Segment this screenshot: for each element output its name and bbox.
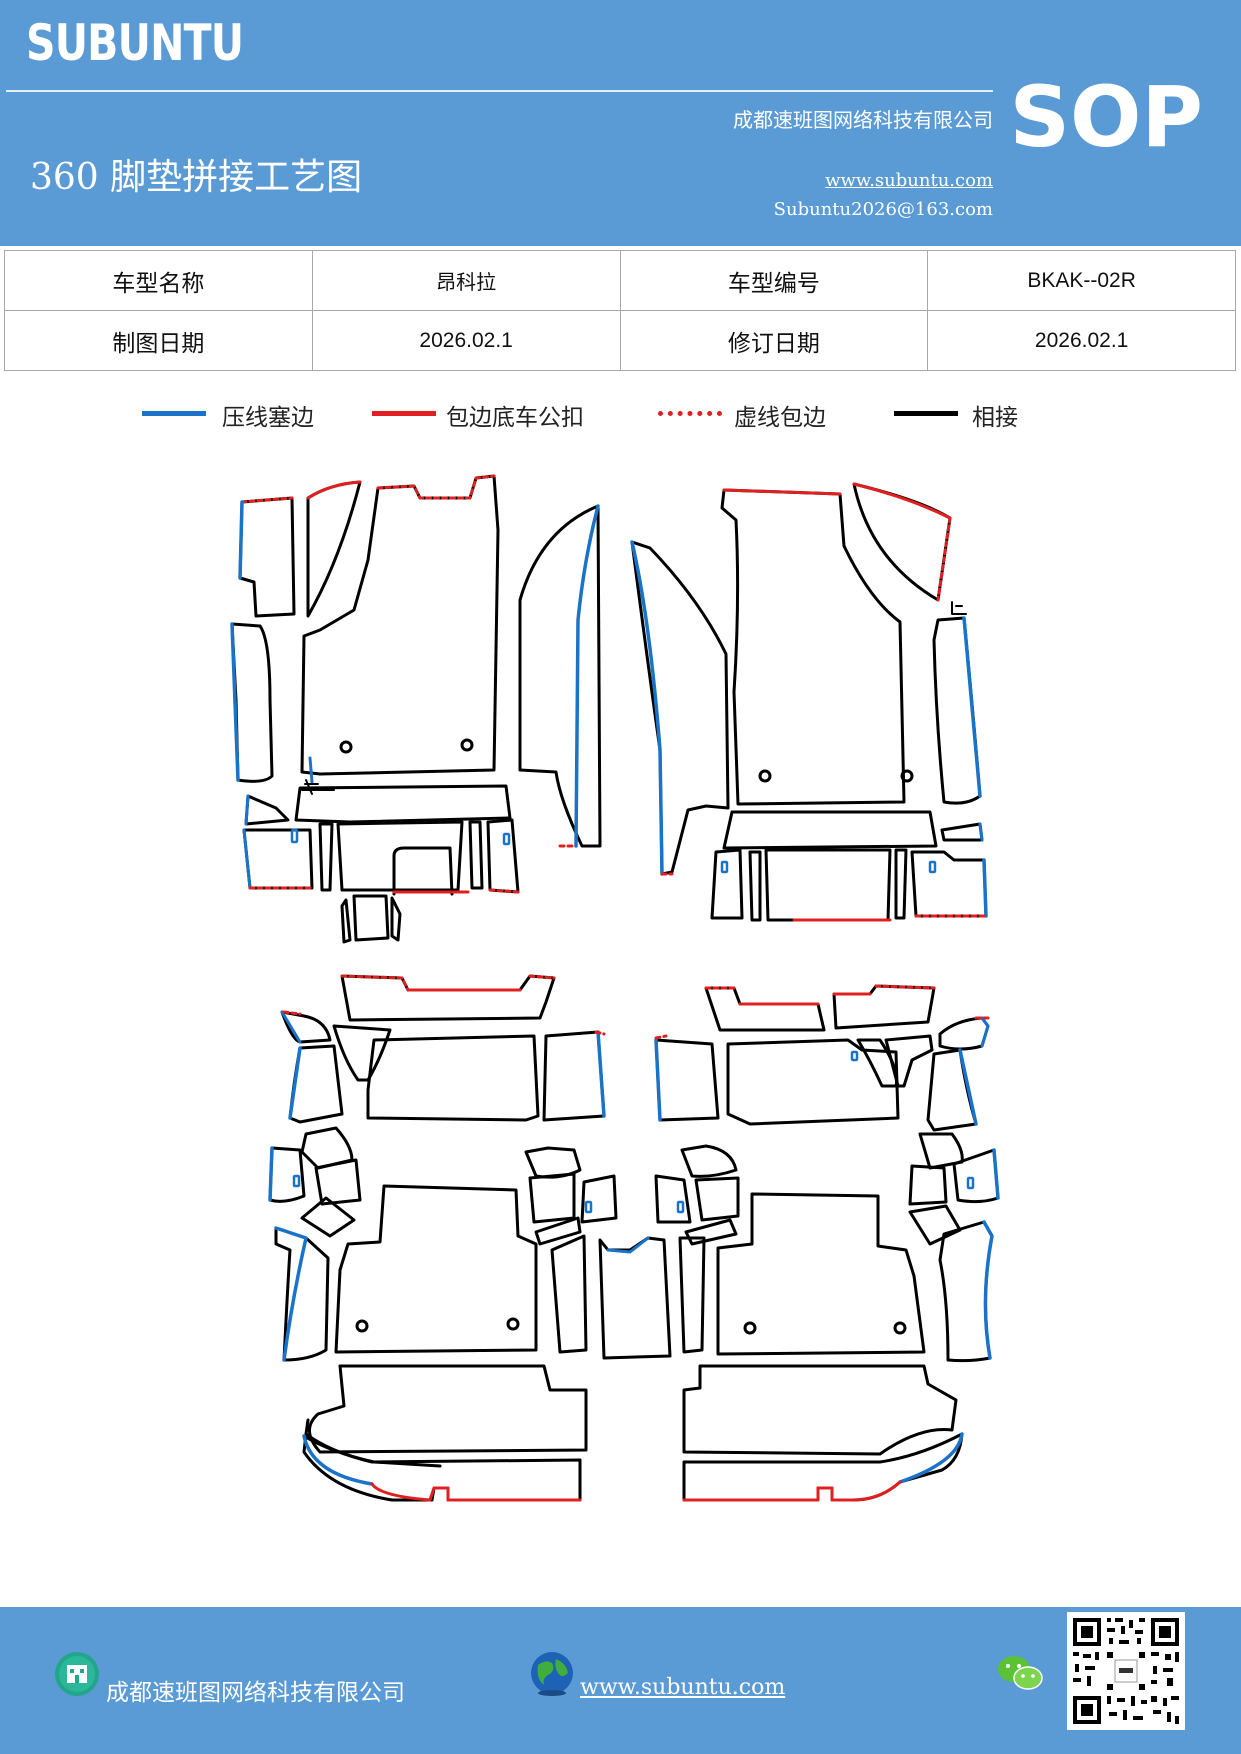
header-company: 成都速班图网络科技有限公司	[733, 108, 993, 132]
legend-label: 包边底车公扣	[446, 405, 584, 431]
model-name-value: 昂科拉	[311, 250, 621, 311]
draw-date-value: 2026.02.1	[311, 310, 621, 371]
sop-badge: SOP	[1009, 68, 1203, 166]
qr-code	[1067, 1612, 1185, 1730]
legend-item-dotted-edge: 虚线包边	[658, 398, 858, 438]
legend-swatch-red	[372, 411, 436, 416]
legend-label: 虚线包边	[734, 405, 826, 431]
footer-company: 成都速班图网络科技有限公司	[106, 1680, 405, 1706]
front-left-mat	[230, 474, 602, 944]
model-code-value: BKAK--02R	[927, 250, 1236, 311]
legend-label: 相接	[972, 405, 1018, 431]
brand-logo: SUBUNTU	[26, 14, 244, 72]
model-code-label: 车型编号	[619, 250, 929, 311]
legend-swatch-red-dotted	[658, 411, 722, 416]
model-name-label: 车型名称	[4, 250, 313, 311]
globe-icon	[531, 1652, 573, 1696]
legend-label: 压线塞边	[222, 405, 314, 431]
revise-date-label: 修订日期	[619, 310, 929, 371]
page-title: 360 脚垫拼接工艺图	[30, 157, 363, 198]
rear-right-mat	[654, 984, 1000, 1502]
revise-date-value: 2026.02.1	[927, 310, 1236, 371]
legend-swatch-blue	[142, 411, 206, 416]
info-table: 车型名称 昂科拉 车型编号 BKAK--02R 制图日期 2026.02.1 修…	[4, 250, 1236, 371]
header-website-link[interactable]: www.subuntu.com	[825, 170, 993, 191]
rear-left-mat	[268, 974, 672, 1502]
front-right-mat	[630, 482, 988, 922]
legend-item-edge-buckle: 包边底车公扣	[372, 398, 612, 438]
table-row: 车型名称 昂科拉 车型编号 BKAK--02R	[4, 250, 1236, 311]
draw-date-label: 制图日期	[4, 310, 313, 371]
header-email: Subuntu2026@163.com	[773, 199, 993, 220]
table-row: 制图日期 2026.02.1 修订日期 2026.02.1	[4, 310, 1236, 371]
header-banner: SUBUNTU 成都速班图网络科技有限公司 360 脚垫拼接工艺图 www.su…	[0, 0, 1241, 246]
legend-item-join: 相接	[894, 398, 1054, 438]
wechat-icon[interactable]	[996, 1653, 1044, 1693]
building-icon	[55, 1652, 99, 1696]
legend-swatch-black	[894, 411, 958, 416]
footer-website-link[interactable]: www.subuntu.com	[580, 1675, 786, 1700]
header-divider	[6, 90, 993, 92]
legend-item-press-line: 压线塞边	[142, 398, 342, 438]
footer-banner: 成都速班图网络科技有限公司 www.subuntu.com	[0, 1607, 1241, 1754]
